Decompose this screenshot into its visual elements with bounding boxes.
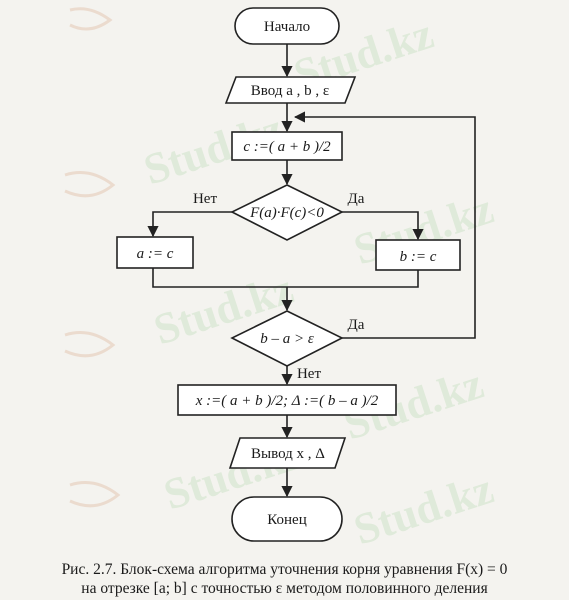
compute-c-block: c :=( a + b )/2 (231, 131, 343, 161)
connector-cond1-no (147, 211, 232, 238)
assign-b-label: b := c (400, 249, 437, 265)
cond2-no-label: Нет (297, 366, 321, 382)
cond1-yes-label: Да (348, 191, 365, 207)
result-label: x :=( a + b )/2; Δ :=( b – a )/2 (195, 393, 379, 409)
connector-assign-a-merge (152, 268, 287, 288)
condition2-label: b – a > ε (260, 331, 314, 347)
output-label: Вывод x , Δ (251, 446, 325, 462)
connector-assign-b-merge (287, 270, 419, 288)
result-block: x :=( a + b )/2; Δ :=( b – a )/2 (177, 384, 397, 416)
start-label: Начало (264, 19, 310, 35)
output-block: Вывод x , Δ (228, 437, 347, 469)
assign-a-block: a := c (116, 236, 194, 269)
start-terminator: Начало (234, 7, 340, 45)
cond2-yes-label: Да (348, 317, 365, 333)
end-terminator: Конец (231, 496, 343, 542)
condition1-decision: F(a)·F(c)<0 (230, 184, 344, 241)
caption-line-2: на отрезке [a; b] с точностью ε методом … (81, 580, 488, 597)
watermark-logo-icon (64, 7, 121, 508)
compute-c-label: c :=( a + b )/2 (243, 139, 331, 155)
condition1-label: F(a)·F(c)<0 (249, 205, 324, 221)
condition2-decision: b – a > ε (230, 310, 344, 367)
input-label: Ввод a , b , ε (251, 83, 329, 99)
cond1-no-label: Нет (193, 191, 217, 207)
figure-caption: Рис. 2.7. Блок-схема алгоритма уточнения… (0, 560, 569, 598)
connectors (147, 44, 476, 498)
assign-b-block: b := c (375, 239, 461, 271)
connector-cond1-yes (342, 211, 424, 241)
flowchart: Stud.kz Stud.kz Stud.kz Stud.kz Stud.kz … (64, 7, 499, 555)
caption-line-1: Рис. 2.7. Блок-схема алгоритма уточнения… (61, 561, 508, 578)
input-block: Ввод a , b , ε (224, 76, 357, 104)
assign-a-label: a := c (137, 246, 174, 262)
end-label: Конец (267, 512, 306, 528)
connector-cond2-yes-loop (293, 111, 476, 339)
watermark-text: Stud.kz (348, 464, 499, 555)
